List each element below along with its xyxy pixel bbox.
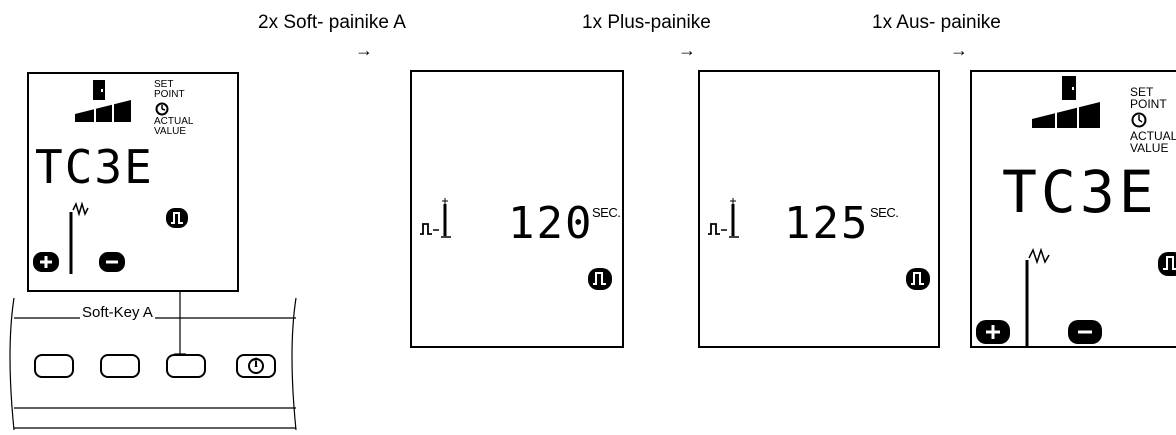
soft-key-button-2[interactable]	[100, 354, 140, 378]
level-bar-icon	[1032, 102, 1100, 128]
point-label: POINT	[1130, 97, 1167, 111]
set-label: SET	[154, 79, 174, 90]
value-label: VALUE	[154, 126, 187, 137]
heating-element-icon	[1025, 247, 1050, 348]
final-lcd-display: SET POINT ACTUAL VALUE TC3E	[970, 70, 1176, 348]
home-lcd-display: SET POINT ACTUAL VALUE TC3E	[27, 72, 239, 292]
pulse-icon	[1158, 252, 1176, 276]
door-icon	[93, 80, 105, 100]
value-label: VALUE	[1130, 141, 1169, 155]
info-icon-label: i	[254, 356, 258, 371]
info-button[interactable]	[236, 354, 276, 378]
pulse-icon	[166, 208, 188, 228]
pulse-outline-icon	[420, 223, 439, 235]
step-arrow-1: →	[355, 40, 373, 60]
step-label-1: 2x Soft- painike A	[258, 12, 406, 33]
plus-icon	[976, 320, 1010, 344]
timer-value-display-2: 125	[784, 198, 870, 249]
step-arrow-2: →	[678, 40, 696, 60]
timer-unit-1: SEC.	[592, 205, 621, 220]
final-code-display: TC3E	[1002, 158, 1158, 226]
soft-key-label: Soft-Key A	[80, 304, 155, 321]
pulse-icon	[906, 268, 930, 290]
timer-value-display-1: 120	[508, 198, 594, 249]
minus-icon	[99, 252, 125, 272]
home-code-display: TC3E	[35, 140, 154, 194]
heating-rise-icon	[441, 198, 451, 238]
heating-rise-icon	[729, 198, 739, 238]
plus-icon	[33, 252, 59, 272]
clock-icon	[1131, 112, 1147, 128]
step-label-3: 1x Aus- painike	[872, 12, 1001, 33]
timer-lcd-display-2: 125 SEC.	[698, 70, 940, 348]
actual-label: ACTUAL	[1130, 129, 1176, 143]
set-label: SET	[1130, 85, 1154, 99]
door-icon	[1062, 76, 1076, 100]
level-bar-icon	[75, 100, 131, 122]
heating-element-icon	[69, 201, 89, 274]
pulse-icon	[588, 268, 612, 290]
step-label-2: 1x Plus-painike	[582, 12, 711, 33]
minus-icon	[1068, 320, 1102, 344]
pulse-outline-icon	[708, 223, 727, 235]
point-label: POINT	[154, 89, 185, 100]
step-arrow-3: →	[950, 40, 968, 60]
clock-icon	[155, 102, 169, 116]
soft-key-a-button[interactable]	[166, 354, 206, 378]
timer-lcd-display-1: 120 SEC.	[410, 70, 624, 348]
timer-unit-2: SEC.	[870, 205, 899, 220]
actual-label: ACTUAL	[154, 116, 194, 127]
soft-key-button-1[interactable]	[34, 354, 74, 378]
